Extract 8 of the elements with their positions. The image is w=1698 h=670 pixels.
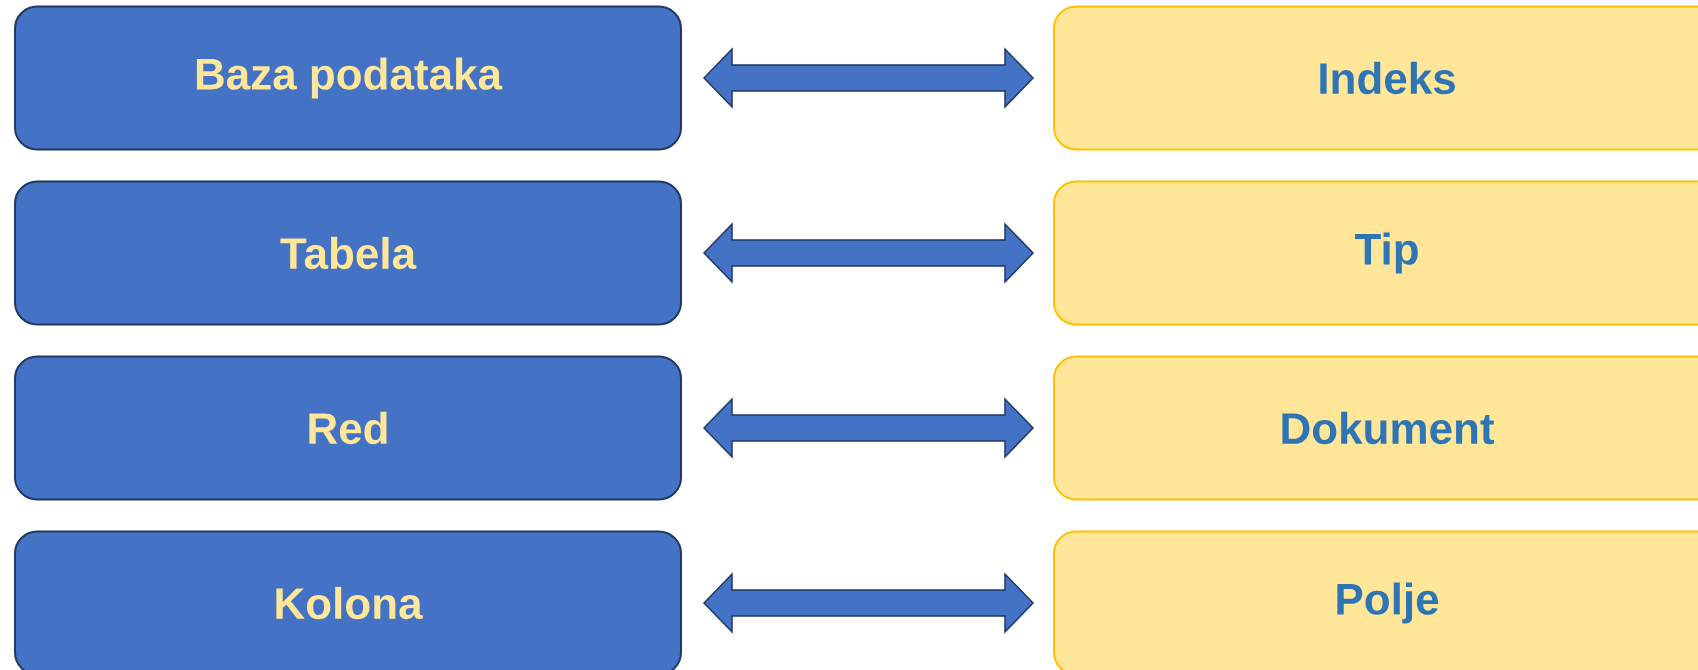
term-box: Indeks — [1053, 5, 1698, 151]
term-box: Tip — [1053, 180, 1698, 326]
term-box: Baza podataka — [14, 5, 682, 151]
term-box: Tabela — [14, 180, 682, 326]
term-box: Polje — [1053, 530, 1698, 670]
term-box: Dokument — [1053, 355, 1698, 501]
term-box: Kolona — [14, 530, 682, 670]
term-box: Red — [14, 355, 682, 501]
